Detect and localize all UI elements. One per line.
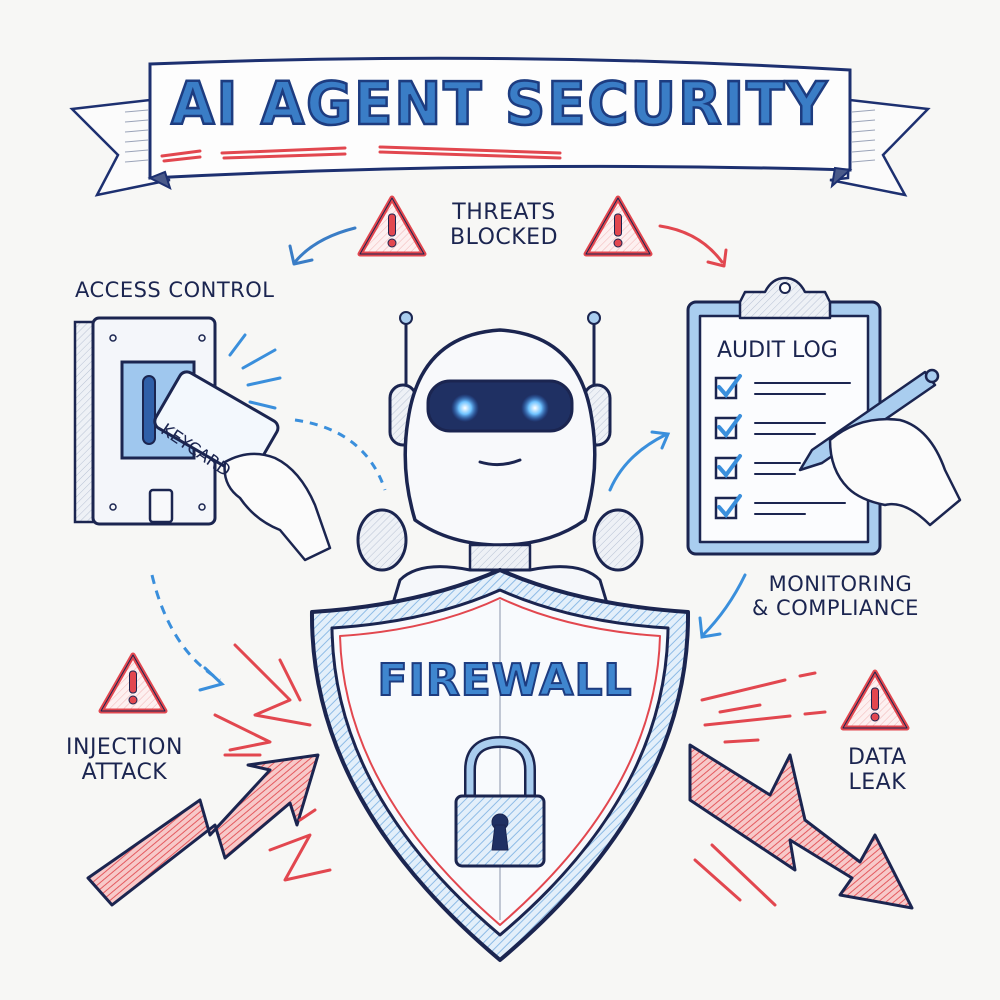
threat-warning-icon-right <box>586 198 650 254</box>
banner-title: AI AGENT SECURITY <box>170 69 829 140</box>
injection-attack-label: INJECTION ATTACK <box>66 735 183 786</box>
threat-warning-icon-left <box>360 198 424 254</box>
audit-arrow <box>608 433 667 492</box>
access-control-label: ACCESS CONTROL <box>75 278 275 302</box>
threats-blocked-label: THREATS BLOCKED <box>450 200 559 251</box>
monitoring-arrow <box>701 573 747 637</box>
access-dashed-arrow <box>294 418 387 491</box>
checkbox-checked-icon <box>714 374 851 400</box>
hand-writing <box>828 418 962 527</box>
keycard <box>153 370 280 479</box>
clipboard-icon <box>686 276 882 556</box>
firewall-shield <box>309 568 691 962</box>
impact-sparks <box>213 643 332 882</box>
injection-attack-arrow <box>86 753 320 907</box>
injection-dashed-arrow <box>150 574 221 682</box>
data-leak-warning-icon <box>843 672 907 728</box>
checkbox-checked-icon <box>714 454 801 480</box>
banner-ribbon <box>69 56 931 197</box>
checkbox-checked-icon <box>714 414 826 440</box>
padlock-icon <box>454 736 546 868</box>
threats-arrows <box>288 224 728 268</box>
leak-speed-lines <box>693 671 827 907</box>
firewall-label: FIREWALL <box>376 654 633 707</box>
monitoring-compliance-label: MONITORING & COMPLIANCE <box>752 572 919 621</box>
audit-log-title: AUDIT LOG <box>717 338 838 363</box>
audit-checklist <box>714 374 851 520</box>
signal-lines <box>228 333 282 410</box>
hand-holding-keycard <box>223 452 332 562</box>
checkbox-checked-icon <box>714 494 846 520</box>
data-leak-arrow <box>688 743 914 910</box>
data-leak-label: DATA LEAK <box>848 745 907 796</box>
injection-warning-icon <box>101 655 165 711</box>
